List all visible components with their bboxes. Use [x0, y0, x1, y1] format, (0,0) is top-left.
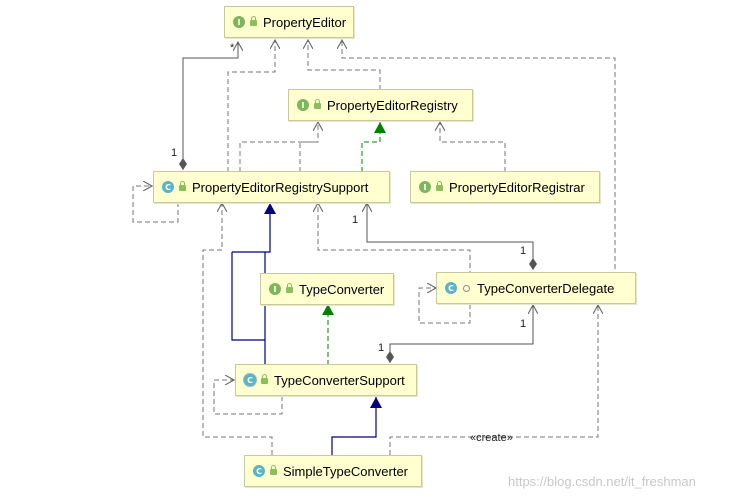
multiplicity-one: 1	[171, 147, 178, 159]
class-icon: C	[253, 465, 265, 477]
dep-delegate-to-editor	[342, 40, 616, 277]
composition-tcsupport-delegate	[390, 305, 533, 363]
interface-icon: I	[269, 283, 281, 295]
node-simple-type-converter[interactable]: C SimpleTypeConverter	[244, 455, 422, 487]
public-lock-icon	[286, 283, 293, 293]
class-icon: C	[162, 181, 174, 193]
public-lock-icon	[261, 374, 268, 384]
node-label: PropertyEditorRegistrySupport	[192, 179, 369, 195]
public-lock-icon	[179, 181, 186, 191]
extends-tcsupport-left-rail	[231, 252, 265, 341]
create-stereotype: «create»	[470, 432, 513, 444]
node-property-editor[interactable]: I PropertyEditor	[224, 6, 354, 38]
multiplicity-one: 1	[378, 342, 385, 354]
dep-registrar-to-registry	[440, 122, 506, 172]
public-lock-icon	[270, 465, 277, 475]
public-lock-icon	[250, 16, 257, 26]
multiplicity-one: 1	[520, 245, 527, 257]
interface-icon: I	[233, 16, 245, 28]
dep-registry-to-editor	[308, 40, 381, 90]
abstract-class-icon: C	[244, 374, 256, 386]
node-label: SimpleTypeConverter	[283, 463, 408, 479]
node-property-editor-registry-support[interactable]: C PropertyEditorRegistrySupport	[153, 171, 390, 203]
node-label: TypeConverterSupport	[274, 372, 405, 388]
node-label: PropertyEditor	[263, 14, 347, 30]
interface-icon: I	[419, 181, 431, 193]
dep-support-to-registry	[239, 122, 318, 172]
node-label: PropertyEditorRegistry	[327, 97, 458, 113]
node-type-converter-support[interactable]: C TypeConverterSupport	[235, 364, 417, 396]
node-label: TypeConverterDelegate	[477, 280, 615, 296]
composition-registry-support-editor	[183, 42, 238, 170]
multiplicity-star: *	[230, 42, 235, 54]
implements-support-registry	[361, 122, 386, 172]
dep-support-to-editor	[227, 40, 275, 172]
create-simple-delegate	[389, 305, 598, 455]
package-private-dot-icon	[463, 284, 470, 292]
node-property-editor-registrar[interactable]: I PropertyEditorRegistrar	[410, 171, 600, 203]
composition-delegate-registry-support	[367, 203, 533, 270]
extends-simple-tcsupport	[331, 397, 382, 455]
node-label: PropertyEditorRegistrar	[449, 179, 585, 195]
class-icon: C	[445, 282, 457, 294]
node-label: TypeConverter	[299, 281, 385, 297]
dep-support-to-registry-2	[299, 141, 318, 172]
public-lock-icon	[436, 181, 443, 191]
node-type-converter-delegate[interactable]: C TypeConverterDelegate	[436, 272, 636, 304]
multiplicity-one: 1	[520, 318, 527, 330]
interface-icon: I	[297, 99, 309, 111]
multiplicity-one: 1	[352, 214, 359, 226]
node-type-converter[interactable]: I TypeConverter	[260, 273, 394, 305]
dep-simple-to-registry-support	[202, 203, 273, 455]
self-dep-tcsupport	[213, 380, 283, 415]
watermark: https://blog.csdn.net/it_freshman	[508, 474, 696, 489]
node-property-editor-registry[interactable]: I PropertyEditorRegistry	[288, 89, 473, 121]
public-lock-icon	[314, 99, 321, 109]
dep-delegate-to-registry-support	[318, 203, 471, 276]
self-dep-registry-support	[132, 186, 179, 223]
